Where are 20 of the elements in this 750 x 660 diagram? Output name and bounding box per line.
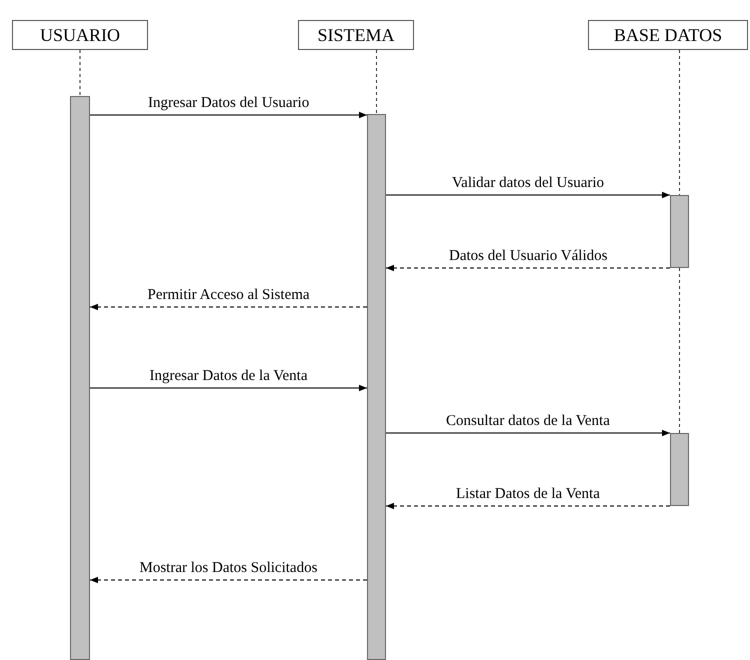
message-label: Ingresar Datos de la Venta [148,368,308,385]
return-message-arrow [386,502,670,510]
activation-bar [70,96,90,660]
lifeline [679,50,680,196]
activation-bar [670,433,689,506]
lifeline-header-box: USUARIO [12,20,148,50]
return-message-arrow [90,304,368,310]
lifeline [679,268,680,434]
lifeline [376,50,377,114]
message-arrow [386,430,670,436]
activation-bar [670,195,689,268]
message-label: Ingresar Datos del Usuario [147,95,310,112]
message-arrow [90,112,368,118]
activation-bar [367,114,386,660]
lifeline-header-box: SISTEMA [298,20,414,50]
message-arrow [90,384,368,392]
message-arrow [386,192,670,198]
return-message-arrow [386,264,670,272]
lifeline-header-box: BASE DATOS [588,20,748,50]
return-message-arrow [90,576,368,584]
